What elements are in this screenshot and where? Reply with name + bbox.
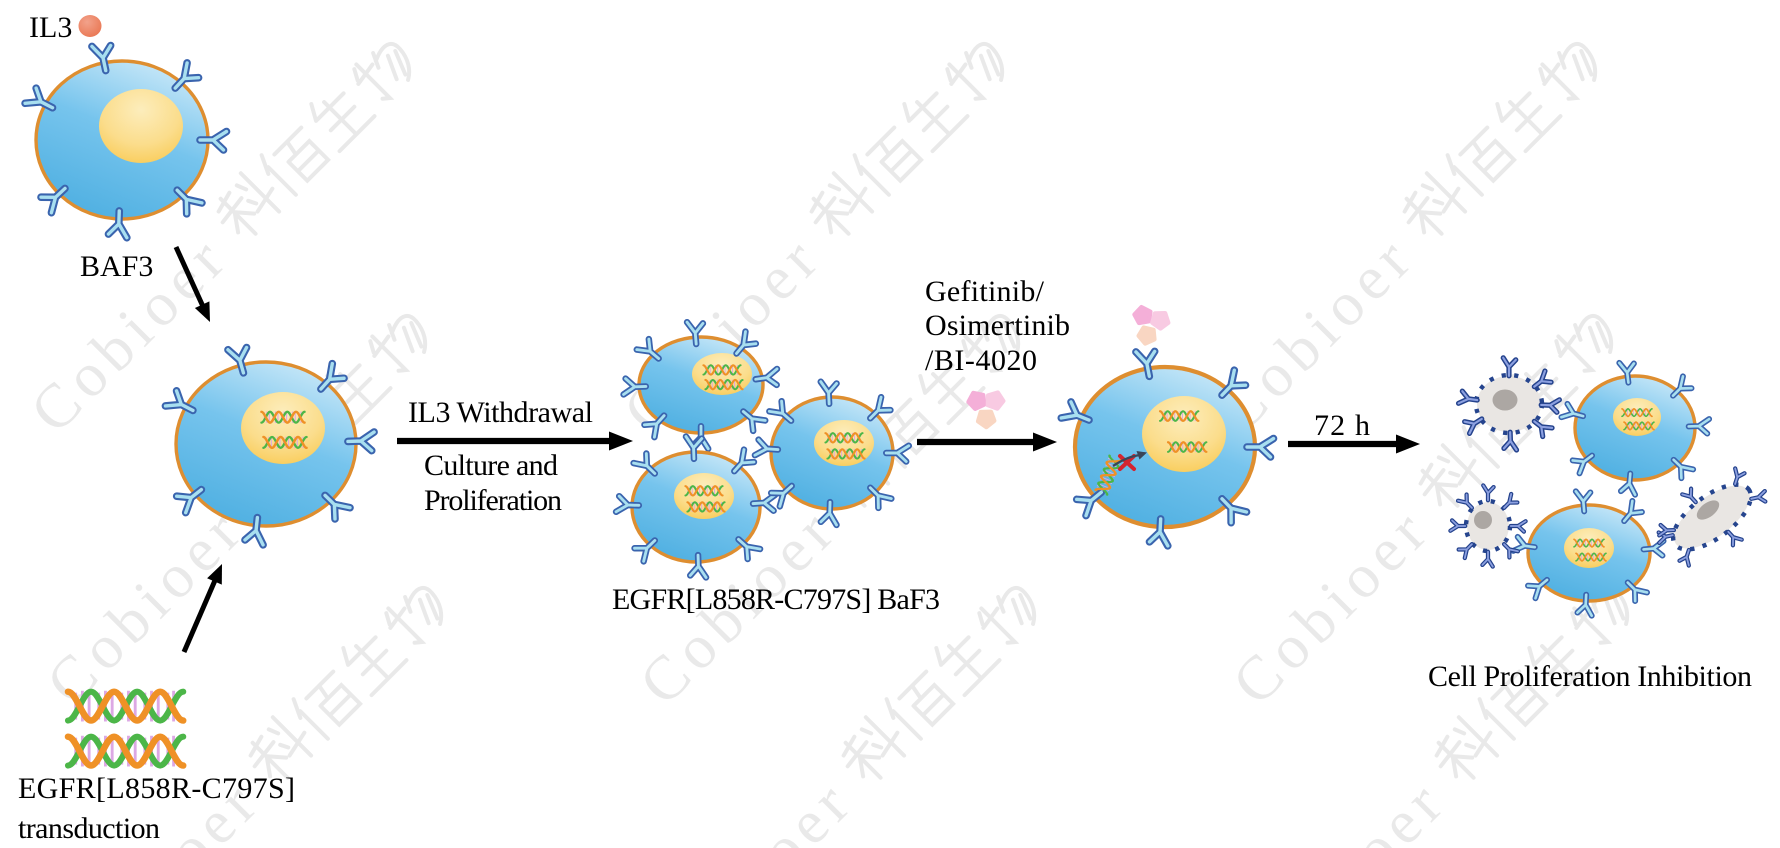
svg-text:Osimertinib: Osimertinib <box>925 309 1070 342</box>
svg-text:72 h: 72 h <box>1314 409 1370 442</box>
svg-text:IL3 Withdrawal: IL3 Withdrawal <box>408 396 593 429</box>
svg-text:/BI-4020: /BI-4020 <box>925 344 1037 377</box>
svg-text:Gefitinib/: Gefitinib/ <box>925 275 1045 308</box>
svg-text:BAF3: BAF3 <box>80 250 153 283</box>
svg-text:IL3: IL3 <box>29 11 72 44</box>
svg-text:EGFR[L858R-C797S] BaF3: EGFR[L858R-C797S] BaF3 <box>612 583 940 616</box>
svg-text:Proliferation: Proliferation <box>424 484 562 517</box>
svg-text:Cell Proliferation Inhibition: Cell Proliferation Inhibition <box>1428 660 1752 693</box>
svg-text:Culture and: Culture and <box>424 449 558 482</box>
svg-text:EGFR[L858R-C797S]: EGFR[L858R-C797S] <box>18 772 295 805</box>
svg-text:transduction: transduction <box>18 812 160 845</box>
